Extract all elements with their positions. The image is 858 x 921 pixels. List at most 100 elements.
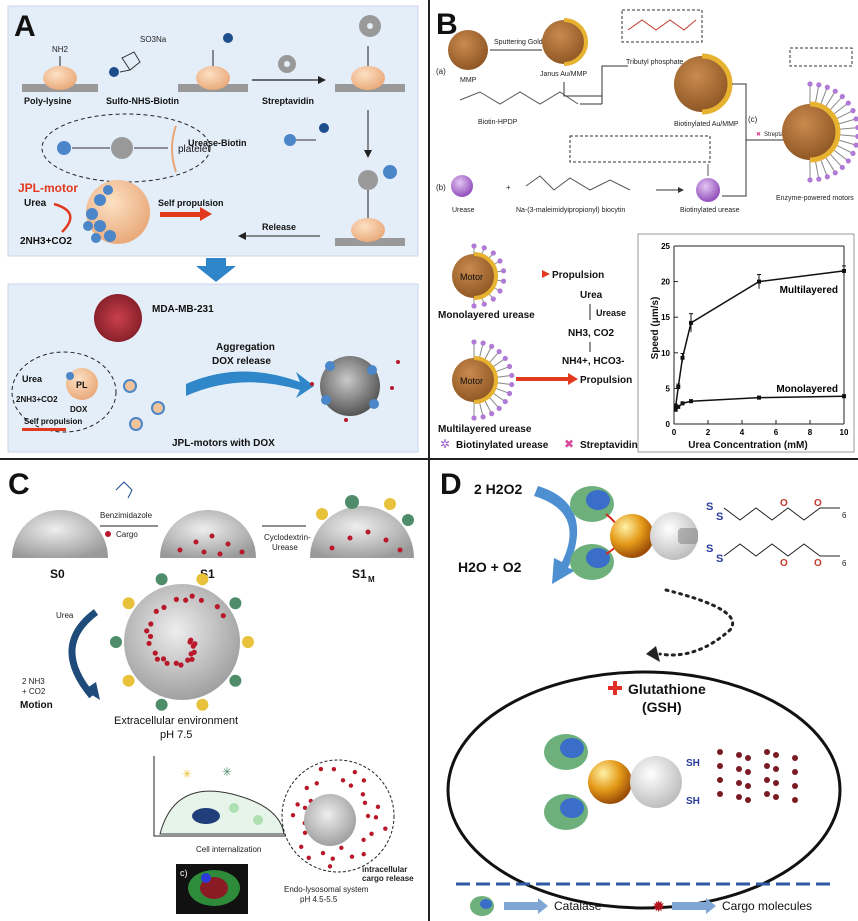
catalase-enzyme-2 xyxy=(570,541,621,580)
nanomotor-icon-1: ✳ xyxy=(182,767,192,781)
urea-curved-arrow xyxy=(53,202,72,233)
cargo-dot xyxy=(173,596,179,602)
cell-body xyxy=(159,790,285,835)
poly-lysine-substrate xyxy=(22,56,98,92)
urease-tether xyxy=(828,96,843,112)
pl-label: PL xyxy=(76,380,88,390)
urease-biotin-molecule xyxy=(284,123,329,146)
cargo-molecule xyxy=(792,755,798,761)
s-label-4: S xyxy=(716,553,723,565)
platelet-zoom-ellipse xyxy=(41,113,211,183)
chart-ylabel: Speed (μm/s) xyxy=(650,297,661,360)
thiol-structure-box xyxy=(621,9,703,43)
released-cargo xyxy=(717,749,798,803)
urease-tether xyxy=(488,396,500,409)
urease-node xyxy=(853,142,858,148)
released-cargo-dot xyxy=(375,804,381,809)
urease-node xyxy=(471,415,477,421)
urease-tether xyxy=(491,358,506,368)
cargo-molecule xyxy=(745,783,751,789)
released-cargo-dot xyxy=(361,851,366,857)
label-a: (a) xyxy=(436,67,446,76)
dotted-path xyxy=(658,588,735,657)
cargo-molecule xyxy=(736,752,742,758)
urease-tether xyxy=(837,127,858,130)
sputtering-label: Sputtering Gold xyxy=(494,39,543,46)
nanomotor-icon-2: ✳ xyxy=(222,765,232,779)
biotin-substrate xyxy=(178,33,248,92)
urease-node xyxy=(496,405,502,412)
released-cargo-dot xyxy=(361,778,367,783)
panel-c-letter: C xyxy=(8,468,30,501)
cargo-release-label-2: cargo release xyxy=(362,874,414,883)
self-propulsion-label-2: Self propulsion xyxy=(24,417,82,426)
urease-node xyxy=(855,124,858,131)
cargo-dot xyxy=(147,633,154,640)
urease-node xyxy=(497,288,503,294)
tributyl-label: Tributyl phosphate xyxy=(626,59,683,66)
o-label-2: O xyxy=(814,498,822,509)
self-propulsion-arrow-2 xyxy=(22,428,66,431)
cargo-dot xyxy=(164,660,170,666)
so3na-label: SO3Na xyxy=(140,35,167,44)
chart-y-tick-label: 20 xyxy=(661,278,670,287)
urease-node xyxy=(490,250,496,256)
free-jpl-motors xyxy=(123,379,165,431)
legend-catalase-arrow xyxy=(504,898,548,914)
panel-c: C S0 Benzimidazole Cargo S1 Cyclodextrin… xyxy=(0,460,430,921)
benzimidazole-label: Benzimidazole xyxy=(100,511,153,520)
panel-c-figure: C S0 Benzimidazole Cargo S1 Cyclodextrin… xyxy=(8,468,414,914)
panel-b-letter: B xyxy=(436,8,458,41)
cargo-dot xyxy=(153,608,159,614)
cargo-dot xyxy=(189,593,195,599)
catalase-enzyme-1 xyxy=(570,486,621,531)
urease-node xyxy=(502,398,508,405)
multilayer-motor xyxy=(452,339,515,421)
cargo-label: Cargo xyxy=(116,530,138,539)
urease-enzyme xyxy=(242,636,254,648)
cargo-dot xyxy=(144,628,150,634)
urease-node xyxy=(480,340,486,346)
urease-node xyxy=(824,84,830,90)
internalization-label: Cell internalization xyxy=(196,845,261,854)
motor-sphere xyxy=(110,573,254,711)
legend-cargo-arrow xyxy=(672,898,716,914)
cargo-dot xyxy=(152,650,158,656)
data-point xyxy=(689,399,693,404)
plus-sign: + xyxy=(506,183,511,192)
streptavidin-label: Streptavidin xyxy=(262,96,314,106)
chart-y-tick-label: 0 xyxy=(666,420,671,429)
urease-enzyme xyxy=(155,573,168,586)
cargo-dot xyxy=(198,597,205,603)
cargo-molecule xyxy=(736,794,742,800)
chart-x-tick-label: 6 xyxy=(774,428,779,437)
panel-a-top-box xyxy=(7,5,419,257)
silica-particle-2 xyxy=(630,756,682,808)
urease-node xyxy=(832,170,838,176)
label-b: (b) xyxy=(436,183,446,192)
propulsion-arrow-large-head xyxy=(568,373,578,385)
data-point xyxy=(757,395,761,400)
catalysis-arrow xyxy=(534,486,578,584)
janus-label: Janus Au/MMP xyxy=(540,71,587,78)
urease-tether xyxy=(494,366,510,373)
thiol-structure xyxy=(627,19,697,31)
urease-tether xyxy=(478,342,484,359)
mda-mb-231-cell xyxy=(94,294,142,342)
cargo-molecule xyxy=(773,794,779,800)
down-arrow xyxy=(196,258,236,282)
s1m-particle xyxy=(310,495,414,558)
urease-tether xyxy=(483,346,493,361)
biotin-hpdp-structure xyxy=(459,91,579,105)
nh3-co2-label: NH3, CO2 xyxy=(568,328,615,339)
cargo-molecule xyxy=(736,780,742,786)
released-cargo-dot xyxy=(320,850,326,856)
urease-node xyxy=(824,174,830,180)
vesicle-1 xyxy=(229,803,239,813)
cargo-dot xyxy=(183,597,189,603)
released-cargo-dot xyxy=(290,813,296,818)
pore-cap xyxy=(678,528,698,544)
cell-axes xyxy=(153,756,290,837)
biotinylated-urease-label: Biotinylated urease xyxy=(680,207,740,214)
s1m-label: S1 xyxy=(352,567,367,581)
